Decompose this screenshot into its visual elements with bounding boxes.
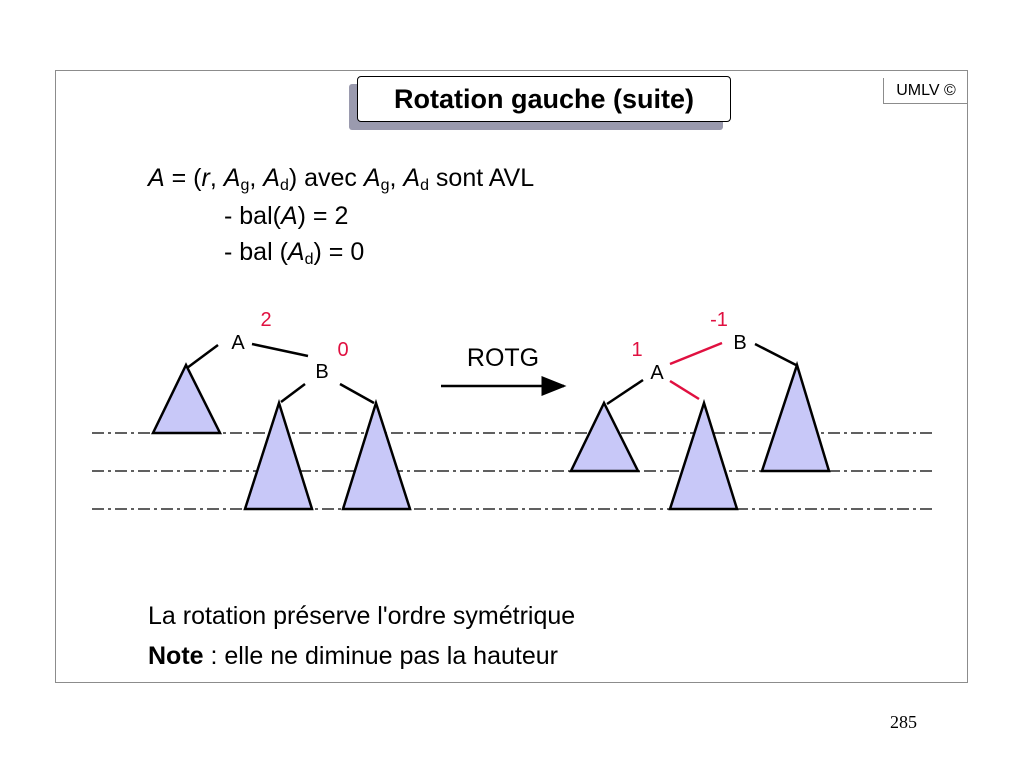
edge-b-bd-right — [754, 342, 797, 367]
node-b-left: B — [315, 361, 328, 383]
bal-b-left: 0 — [337, 339, 348, 361]
var-ad: A — [263, 164, 280, 192]
bal-a-left: 2 — [260, 309, 271, 331]
edge-b-a-right — [669, 341, 723, 366]
bal-b-right: -1 — [710, 309, 728, 331]
slide-title: Rotation gauche (suite) — [357, 76, 731, 122]
subtree-ag-right — [569, 400, 641, 473]
slide-frame — [55, 70, 968, 683]
umlv-badge: UMLV © — [883, 78, 968, 104]
page-number: 285 — [890, 712, 917, 732]
rotg-label: ROTG — [467, 344, 539, 372]
node-b-right: B — [733, 332, 746, 354]
subtree-ag-left — [151, 362, 223, 435]
edge-a-right-new — [669, 379, 700, 401]
node-a-right: A — [650, 362, 664, 384]
conclusion-line-1: La rotation préserve l'ordre symétrique — [148, 602, 576, 630]
edge-a-ag-right — [606, 378, 644, 406]
var-ag: A — [223, 164, 241, 192]
edge-b-left-sub — [280, 383, 306, 403]
subtree-bd-right — [760, 360, 831, 473]
condition-bal-ad: - bal (Ad) = 0 — [224, 238, 365, 268]
edge-a-b-left — [251, 342, 309, 358]
node-a-left: A — [231, 332, 245, 354]
condition-bal-a: - bal(A) = 2 — [224, 202, 349, 230]
subtree-bg-right — [668, 398, 739, 511]
definition-line: A = (r, Ag, Ad) avec Ag, Ad sont AVL — [148, 164, 535, 194]
note-label: Note — [148, 642, 204, 670]
subtree-b-right-left — [341, 398, 412, 511]
var-r: r — [201, 164, 210, 192]
bal-a-right: 1 — [631, 339, 642, 361]
edge-a-ag-left — [186, 343, 219, 370]
edge-b-right-sub — [339, 382, 375, 405]
conclusion-note: Note : elle ne diminue pas la hauteur — [148, 642, 558, 670]
var-a: A — [148, 164, 165, 192]
subtree-b-left-left — [243, 398, 314, 511]
